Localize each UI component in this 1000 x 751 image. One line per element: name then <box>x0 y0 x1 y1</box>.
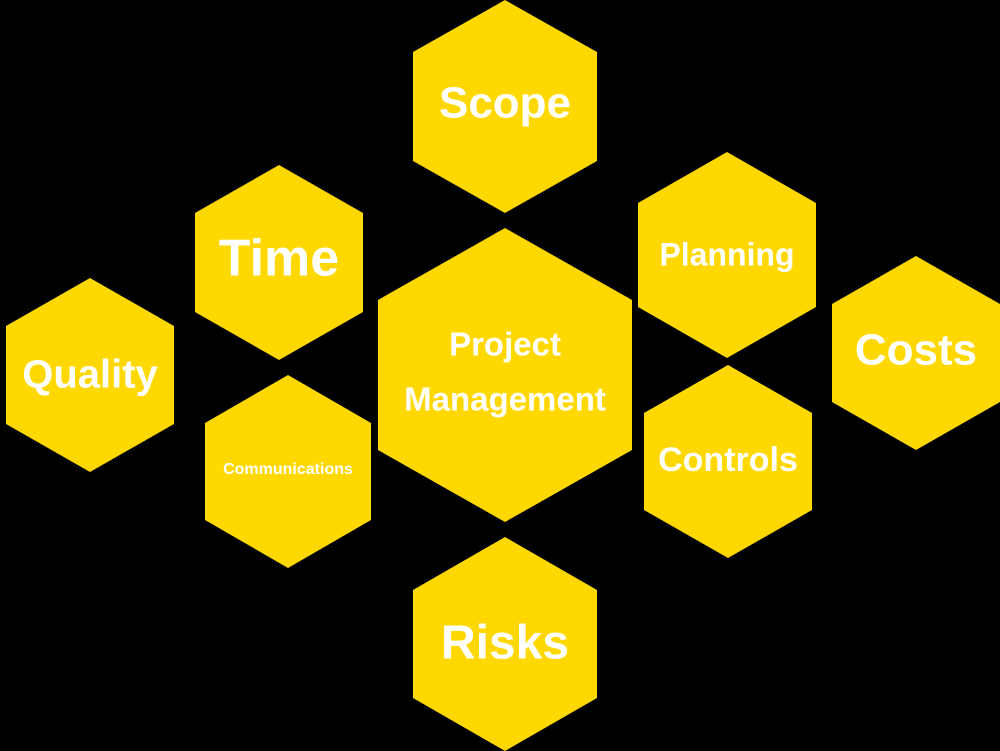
hexagon-shape <box>378 228 632 522</box>
hex-node-time: Time <box>195 165 363 360</box>
hexagon-shape <box>638 152 816 358</box>
hexagon-shape <box>832 256 1000 450</box>
hex-node-controls: Controls <box>644 365 812 558</box>
hex-label: Communications <box>223 461 353 478</box>
hexagon-shape <box>205 375 371 568</box>
hex-label: Risks <box>441 617 569 670</box>
hex-label: Scope <box>439 79 571 128</box>
hex-label: Controls <box>658 441 798 479</box>
hexagon-shape <box>644 365 812 558</box>
hex-node-quality: Quality <box>6 278 174 472</box>
hexagon-shape <box>195 165 363 360</box>
hex-node-risks: Risks <box>413 537 597 751</box>
hex-label: Time <box>219 230 339 288</box>
hexagon-shape <box>413 0 597 213</box>
hex-node-planning: Planning <box>638 152 816 358</box>
hex-label-line: Project <box>449 326 561 363</box>
hexagon-shape <box>413 537 597 751</box>
hexagon-shape <box>6 278 174 472</box>
hex-label: Planning <box>659 236 794 272</box>
hex-label: Quality <box>22 353 158 397</box>
hex-label: Costs <box>855 326 977 375</box>
hex-label-line: Management <box>404 381 606 418</box>
hex-node-scope: Scope <box>413 0 597 213</box>
hex-node-communications: Communications <box>205 375 371 568</box>
hex-node-costs: Costs <box>832 256 1000 450</box>
